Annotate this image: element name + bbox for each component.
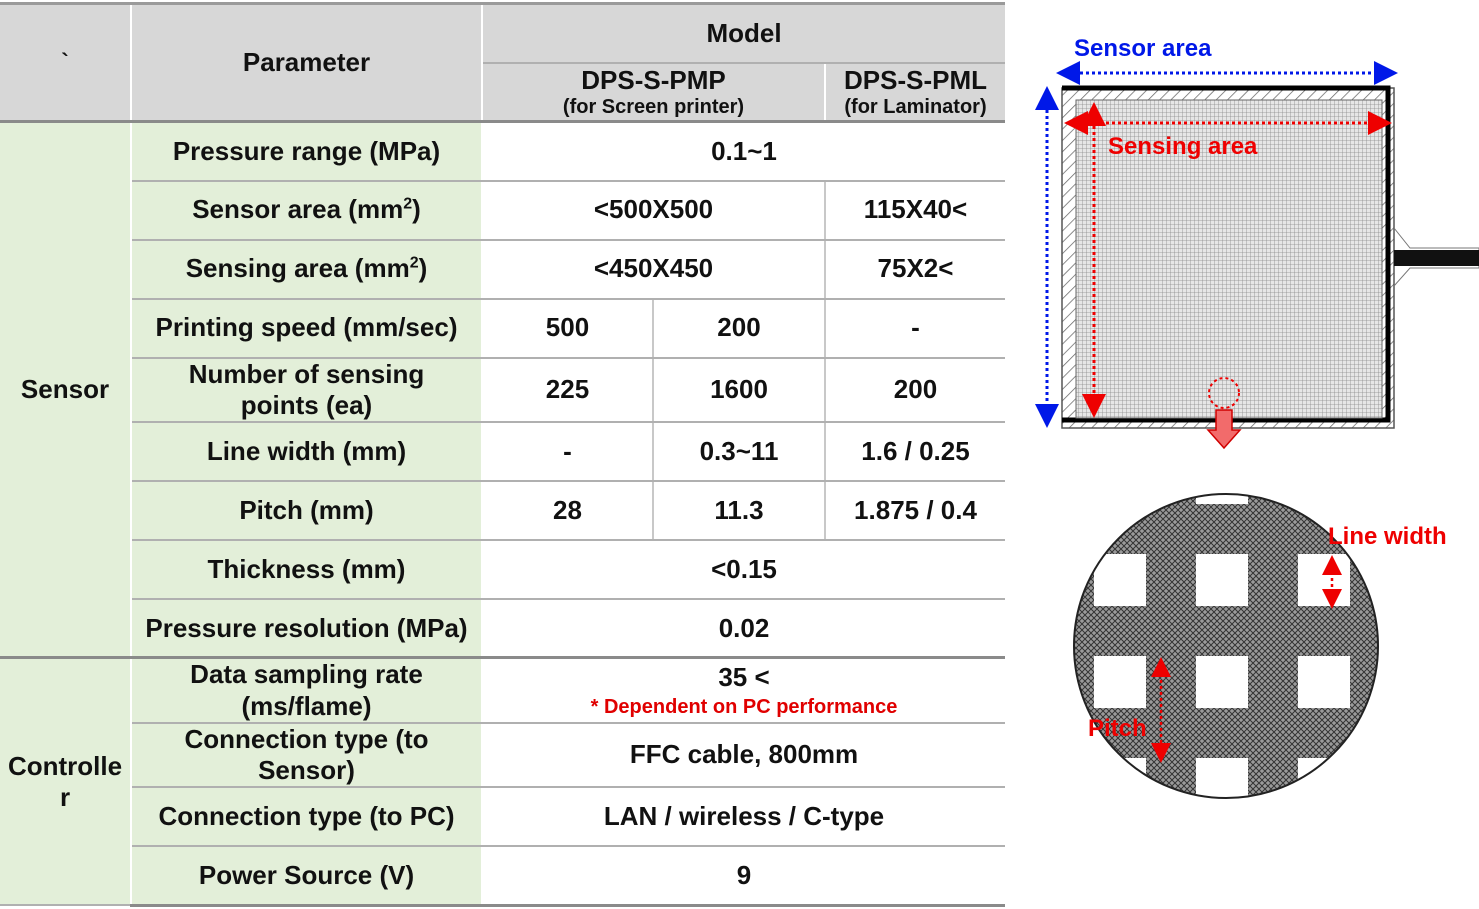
- param-pressure-range: Pressure range (MPa): [131, 120, 483, 182]
- value-sampling-rate-text: 35 <: [718, 661, 770, 692]
- param-sensor-area-sup: 2: [403, 195, 413, 213]
- spec-table: ` Parameter Model DPS-S-PMP (for Screen …: [0, 2, 1005, 907]
- value-line-width-3: 1.6 / 0.25: [825, 421, 1005, 482]
- group-controller: Controlle r: [0, 657, 132, 907]
- param-thickness: Thickness (mm): [131, 539, 483, 600]
- param-sensing-area: Sensing area (mm2): [131, 239, 483, 300]
- zoom-arrow-icon: [1206, 409, 1242, 450]
- param-sensing-points: Number of sensing points (ea): [131, 357, 483, 423]
- zoom-circle: [1208, 377, 1240, 409]
- model-pmp-name: DPS-S-PMP: [581, 65, 726, 96]
- value-sensing-points-1: 225: [482, 357, 654, 423]
- pitch-label: Pitch: [1088, 715, 1147, 742]
- param-printing-speed: Printing speed (mm/sec): [131, 298, 483, 359]
- parameter-header: Parameter: [131, 2, 483, 123]
- value-printing-speed-2: 200: [653, 298, 826, 359]
- param-sensing-area-text: Sensing area (mm: [185, 253, 410, 284]
- param-sensing-area-close: ): [418, 253, 428, 284]
- sampling-rate-note: * Dependent on PC performance: [590, 696, 898, 719]
- value-pitch-1: 28: [482, 480, 654, 541]
- model-pmp-sub: (for Screen printer): [562, 96, 745, 119]
- param-connection-pc: Connection type (to PC): [131, 787, 483, 848]
- value-printing-speed-3: -: [825, 298, 1005, 359]
- value-connection-sensor: FFC cable, 800mm: [482, 722, 1005, 789]
- value-sampling-rate: 35 < * Dependent on PC performance: [482, 657, 1005, 724]
- value-sensing-points-3: 200: [825, 357, 1005, 423]
- value-pitch-2: 11.3: [653, 480, 826, 541]
- param-sensor-area: Sensor area (mm2): [131, 180, 483, 241]
- value-sensing-area-pml: 75X2<: [825, 239, 1005, 300]
- model-pml-header: DPS-S-PML (for Laminator): [825, 62, 1005, 123]
- group-sensor: Sensor: [0, 119, 132, 660]
- param-sensor-area-close: ): [412, 194, 421, 225]
- param-line-width: Line width (mm): [131, 421, 483, 482]
- model-pml-sub: (for Laminator): [844, 96, 987, 119]
- value-connection-pc: LAN / wireless / C-type: [482, 787, 1005, 848]
- value-pressure-range: 0.1~1: [482, 120, 1005, 182]
- value-sensing-area-pmp: <450X450: [482, 239, 826, 300]
- param-power-source: Power Source (V): [131, 846, 483, 907]
- line-width-label: Line width: [1328, 523, 1447, 550]
- model-header: Model: [482, 2, 1005, 64]
- value-pitch-3: 1.875 / 0.4: [825, 480, 1005, 541]
- value-power-source: 9: [482, 846, 1005, 907]
- value-sensor-area-pml: 115X40<: [825, 180, 1005, 241]
- model-pmp-header: DPS-S-PMP (for Screen printer): [482, 62, 826, 123]
- value-pressure-resolution: 0.02: [482, 598, 1005, 660]
- value-line-width-2: 0.3~11: [653, 421, 826, 482]
- value-sensing-points-2: 1600: [653, 357, 826, 423]
- sensor-diagram: Sensor area Sensing area Line width Pitc…: [1035, 35, 1479, 799]
- param-sampling-rate: Data sampling rate (ms/flame): [131, 657, 483, 724]
- value-sensor-area-pmp: <500X500: [482, 180, 826, 241]
- value-line-width-1: -: [482, 421, 654, 482]
- param-connection-sensor: Connection type (to Sensor): [131, 722, 483, 789]
- sensor-area-label: Sensor area: [1074, 35, 1212, 62]
- param-sensing-area-sup: 2: [409, 254, 419, 272]
- param-pitch: Pitch (mm): [131, 480, 483, 541]
- value-printing-speed-1: 500: [482, 298, 654, 359]
- param-pressure-resolution: Pressure resolution (MPa): [131, 598, 483, 660]
- corner-cell: `: [0, 2, 132, 123]
- sensing-area-label: Sensing area: [1108, 133, 1258, 160]
- model-pml-name: DPS-S-PML: [844, 65, 987, 96]
- value-thickness: <0.15: [482, 539, 1005, 600]
- param-sensor-area-text: Sensor area (mm: [192, 194, 404, 225]
